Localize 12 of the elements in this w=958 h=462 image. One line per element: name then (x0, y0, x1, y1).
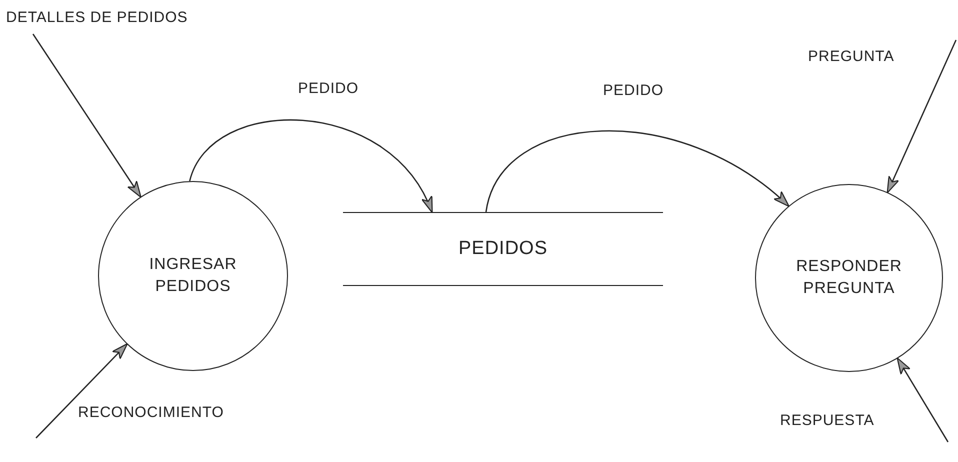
flow-arrow (189, 120, 433, 214)
data-store (343, 212, 663, 286)
flow-arrow (886, 40, 957, 194)
flow-arrow (36, 343, 128, 438)
node-text: PEDIDOS (458, 237, 548, 262)
node-text: RESPONDER PREGUNTA (795, 257, 903, 299)
node-text: INGRESAR PEDIDOS (148, 255, 238, 297)
process-circle (755, 184, 943, 372)
flow-arrow (896, 357, 949, 442)
process-circle (98, 181, 288, 371)
flow-arrow (485, 130, 790, 212)
flow-arrow (32, 34, 142, 198)
